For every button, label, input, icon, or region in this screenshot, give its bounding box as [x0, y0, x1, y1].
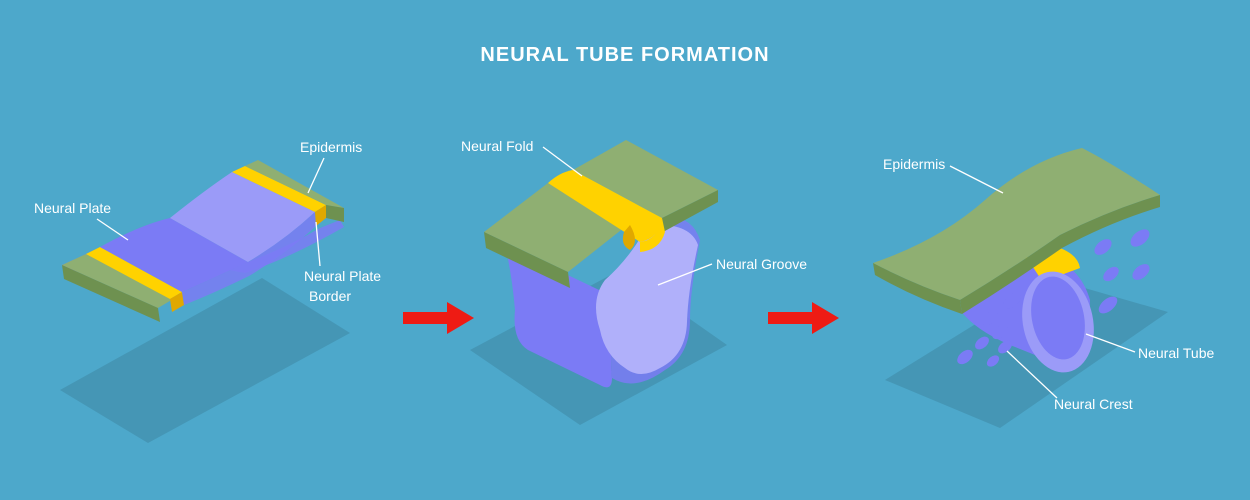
neural-plate-border-right-side — [315, 205, 326, 226]
epidermis-left-edge — [62, 265, 160, 322]
neural-crest-cell — [986, 355, 1000, 367]
leader-epidermis-1 — [307, 157, 325, 194]
leader-neural-groove — [657, 263, 713, 286]
stage-neural-plate: Neural Plate Epidermis Neural Plate Bord… — [34, 139, 381, 443]
diagram-title: NEURAL TUBE FORMATION — [480, 44, 769, 66]
epidermis-right — [245, 160, 344, 208]
epidermis-fold-right-edge — [662, 190, 718, 232]
label-epidermis-1: Epidermis — [300, 139, 362, 155]
neural-crest-cell — [1094, 239, 1112, 255]
plate-front-edge — [62, 220, 344, 275]
label-epidermis-3: Epidermis — [883, 156, 945, 172]
epidermis-fold-left-edge — [484, 232, 570, 288]
arrow-right-icon — [403, 302, 474, 334]
label-neural-plate: Neural Plate — [34, 200, 111, 216]
label-neural-groove: Neural Groove — [716, 256, 807, 272]
stage-3-shadow — [885, 278, 1168, 428]
epidermis-sheet-front — [873, 263, 962, 314]
neural-crest-cell — [957, 349, 973, 365]
epidermis-fold-right — [573, 140, 718, 218]
stage-1-shadow — [60, 278, 350, 443]
epidermis-right-edge — [326, 205, 344, 222]
neural-crest-cell — [998, 340, 1012, 354]
neural-groove — [596, 224, 698, 374]
neural-plate-border-left-side — [170, 292, 184, 312]
neural-crest-cell — [1098, 296, 1118, 314]
neural-plate-border-left — [86, 247, 182, 299]
leader-neural-fold — [542, 146, 583, 177]
neural-crest-cell — [1132, 264, 1150, 280]
label-neural-plate-border-2: Border — [309, 288, 351, 304]
neural-tube-inner — [1031, 276, 1085, 360]
label-neural-tube: Neural Tube — [1138, 345, 1214, 361]
epidermis-sheet — [873, 148, 1160, 300]
leader-neural-plate — [96, 218, 129, 241]
label-neural-plate-border-1: Neural Plate — [304, 268, 381, 284]
stage-neural-groove: Neural Fold Neural Groove — [461, 138, 807, 425]
neural-crest-cells — [957, 229, 1150, 367]
neural-crest-cell — [975, 336, 989, 350]
leader-neural-crest — [1006, 350, 1058, 399]
neural-plate-side — [182, 212, 316, 305]
leader-epidermis-3 — [949, 165, 1004, 194]
neural-fold-curl-b — [640, 218, 665, 252]
neural-crest-cell — [992, 324, 1008, 340]
neural-fold — [548, 170, 662, 242]
neural-crest-cell — [1130, 229, 1150, 247]
epidermis-left — [62, 254, 180, 308]
neural-crest-cell — [1103, 266, 1119, 282]
neural-crest-cell — [982, 310, 998, 326]
label-neural-crest: Neural Crest — [1054, 396, 1133, 412]
neural-plate-border-right — [232, 166, 326, 212]
neural-plate — [100, 218, 248, 292]
leader-neural-plate-border — [315, 221, 321, 267]
leader-neural-tube — [1085, 333, 1136, 353]
arrow-right-icon — [768, 302, 839, 334]
stage-neural-tube: Epidermis Neural Tube Neural Crest — [873, 148, 1214, 428]
neural-plate-far — [170, 172, 315, 262]
neural-crest-cell — [1003, 293, 1021, 309]
epidermis-sheet-edge — [960, 195, 1160, 314]
label-neural-fold: Neural Fold — [461, 138, 533, 154]
neural-fold-curl — [622, 225, 635, 250]
neural-groove-body — [505, 245, 620, 388]
